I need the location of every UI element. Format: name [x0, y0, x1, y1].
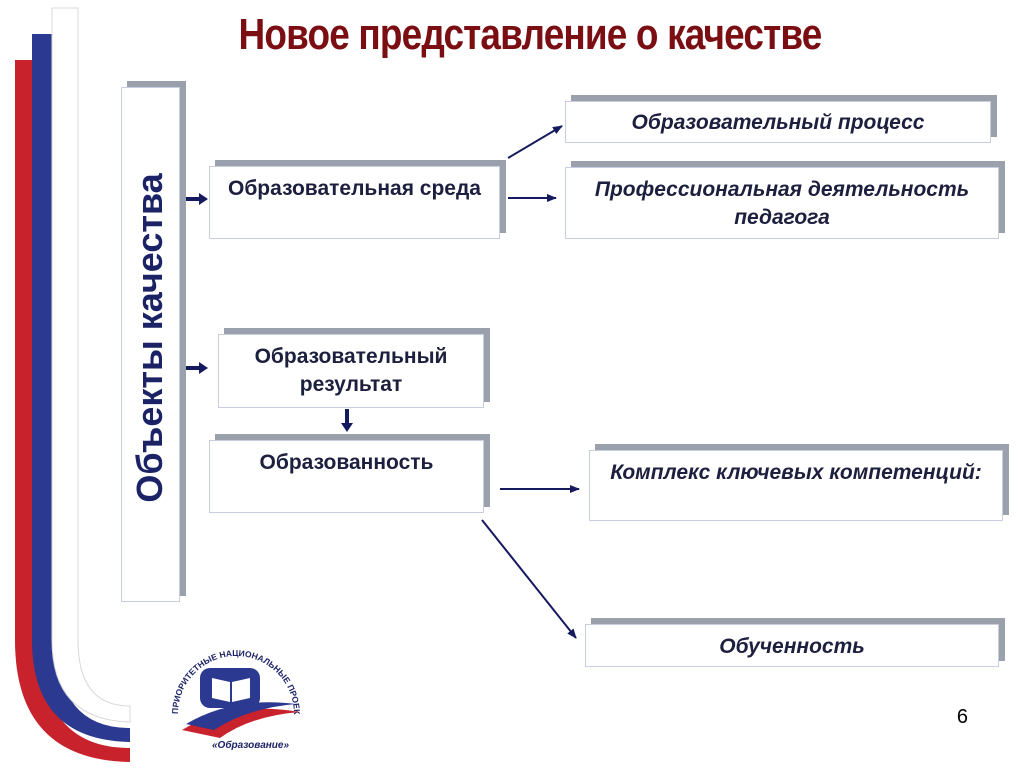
educational-process-box: Образовательный процесс	[565, 101, 991, 143]
educational-environment-box: Образовательная среда	[209, 166, 500, 239]
arrow-to-result	[186, 362, 208, 374]
logo-arc-text: ПРИОРИТЕТНЫЕ НАЦИОНАЛЬНЫЕ ПРОЕКТЫ	[0, 0, 302, 715]
book-icon	[200, 668, 260, 708]
educational-result-box: Образовательный результат	[218, 334, 484, 408]
arrow-to-environment	[186, 193, 208, 205]
svg-text:ПРИОРИТЕТНЫЕ НАЦИОНАЛЬНЫЕ ПРОЕ: ПРИОРИТЕТНЫЕ НАЦИОНАЛЬНЫЕ ПРОЕКТЫ	[0, 0, 302, 715]
quality-objects-box	[121, 87, 180, 602]
educatedness-box: Образованность	[209, 440, 484, 513]
page-title: Новое представление о качестве	[238, 10, 823, 59]
professional-activity-box: Профессиональная деятельность педагога	[565, 167, 999, 239]
arrow-result-to-educatedness	[341, 409, 353, 432]
key-competencies-box: Комплекс ключевых компетенций:	[589, 450, 1003, 521]
page-number: 6	[956, 706, 968, 728]
arrow-to-process	[507, 125, 563, 159]
arrow-to-learnedness	[481, 519, 577, 639]
learnedness-box: Обученность	[585, 624, 999, 667]
logo-name: «Образование»	[212, 740, 290, 751]
